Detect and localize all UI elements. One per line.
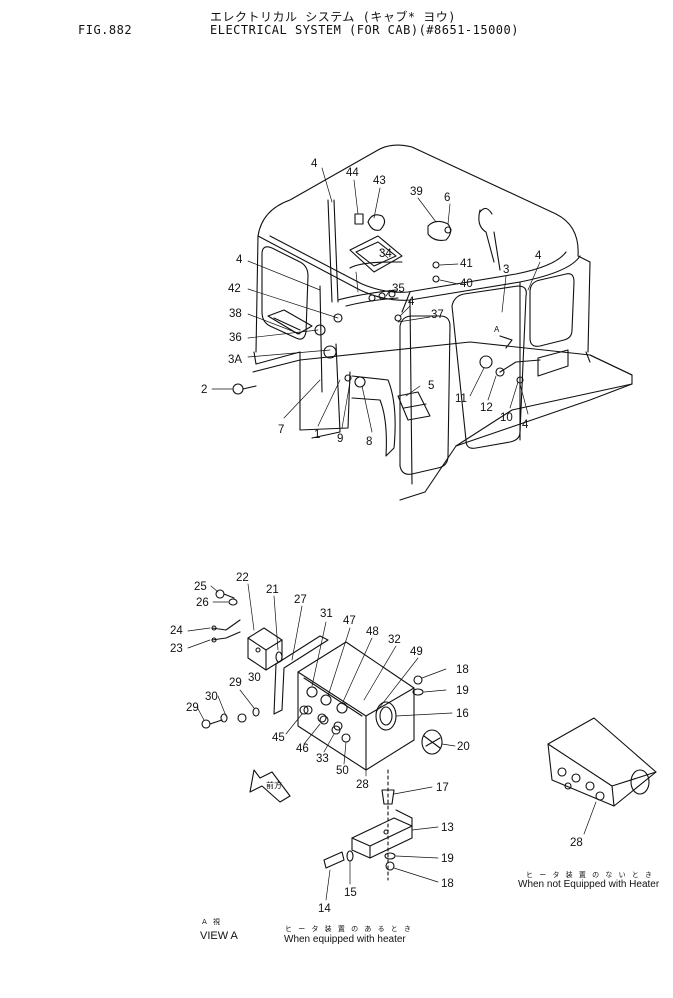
callout-label: 23: [170, 643, 183, 655]
callout-label: 31: [320, 608, 333, 620]
callout-label: 29: [229, 677, 242, 689]
callout-label: 24: [170, 625, 183, 637]
callout-label: 26: [196, 597, 209, 609]
callout-label: 36: [229, 332, 242, 344]
callout-label: 47: [343, 615, 356, 627]
callout-label: 4: [522, 419, 529, 431]
forward-arrow-label: 前方: [266, 781, 282, 790]
cab-drawing: [232, 144, 633, 501]
callout-label: 22: [236, 572, 249, 584]
callout-label: 11: [455, 393, 467, 405]
callout-label: 4: [311, 158, 318, 170]
callout-label: 42: [228, 283, 241, 295]
with-heater-jp: ヒ ー タ 装 置 の あ る と き: [285, 925, 414, 933]
callout-label: 49: [410, 646, 423, 658]
view-a-jp: A 視: [202, 918, 223, 926]
callout-label: 10: [500, 412, 513, 424]
callout-label: 28: [570, 837, 583, 849]
callout-label: 21: [266, 584, 279, 596]
with-heater-caption: When equipped with heater: [284, 934, 406, 945]
callout-label: 7: [278, 424, 284, 436]
callout-label: 37: [431, 309, 444, 321]
callout-label: 12: [480, 402, 493, 414]
callout-label: 25: [194, 581, 207, 593]
callout-label: 40: [460, 278, 473, 290]
callout-label: 46: [296, 743, 309, 755]
callout-label: 15: [344, 887, 357, 899]
callout-label: 16: [456, 708, 469, 720]
callout-label: 14: [318, 903, 331, 915]
callout-label: 27: [294, 594, 307, 606]
view-a-assembly: [201, 589, 443, 881]
without-heater-jp: ヒ ー タ 装 置 の な い と き: [526, 871, 655, 879]
callout-label: 8: [366, 436, 372, 448]
callout-label: 19: [441, 853, 454, 865]
callout-label: 28: [356, 779, 369, 791]
callout-label: 5: [428, 380, 434, 392]
callout-label: 50: [336, 765, 349, 777]
callout-label: 29: [186, 702, 199, 714]
callout-label: 30: [248, 672, 261, 684]
callout-label: 48: [366, 626, 379, 638]
callout-label: 33: [316, 753, 329, 765]
callout-label: 19: [456, 685, 469, 697]
callout-label: 9: [337, 433, 343, 445]
figure-number: FIG.882: [78, 23, 133, 37]
callout-label: 17: [436, 782, 449, 794]
callout-label: 39: [410, 186, 423, 198]
callout-label: 38: [229, 308, 242, 320]
callout-label: 30: [205, 691, 218, 703]
without-heater-caption: When not Equipped with Heater: [518, 879, 660, 890]
callout-label: 41: [460, 258, 473, 270]
callout-label: 43: [373, 175, 386, 187]
callout-label: A: [494, 325, 500, 334]
callout-label: 34: [379, 248, 392, 260]
alternate-switch-box: [547, 717, 657, 835]
callout-label: 4: [535, 250, 542, 262]
japanese-title: エレクトリカル システム (キャブ* ヨウ): [210, 10, 456, 24]
view-a-label: VIEW A: [200, 930, 238, 942]
callout-label: 35: [392, 283, 405, 295]
callout-label: 45: [272, 732, 285, 744]
callout-label: 1: [314, 429, 320, 441]
callout-label: 4: [408, 296, 415, 308]
callout-label: 18: [441, 878, 454, 890]
callout-label: 3: [503, 264, 509, 276]
callout-numbers: 4 44 43 39 6 34 41 40 3 4 42 38 36 3A 35…: [170, 158, 583, 915]
callout-label: 3A: [228, 354, 242, 366]
callout-label: 4: [236, 254, 243, 266]
callout-label: 32: [388, 634, 401, 646]
callout-label: 2: [201, 384, 207, 396]
diagram-title: ELECTRICAL SYSTEM (FOR CAB)(#8651-15000): [210, 23, 519, 37]
cab-leader-lines: [211, 167, 541, 433]
callout-label: 6: [444, 192, 450, 204]
callout-label: 13: [441, 822, 454, 834]
view-a-leader-lines: [187, 583, 456, 901]
callout-label: 44: [346, 167, 359, 179]
callout-label: 18: [456, 664, 469, 676]
callout-label: 20: [457, 741, 470, 753]
